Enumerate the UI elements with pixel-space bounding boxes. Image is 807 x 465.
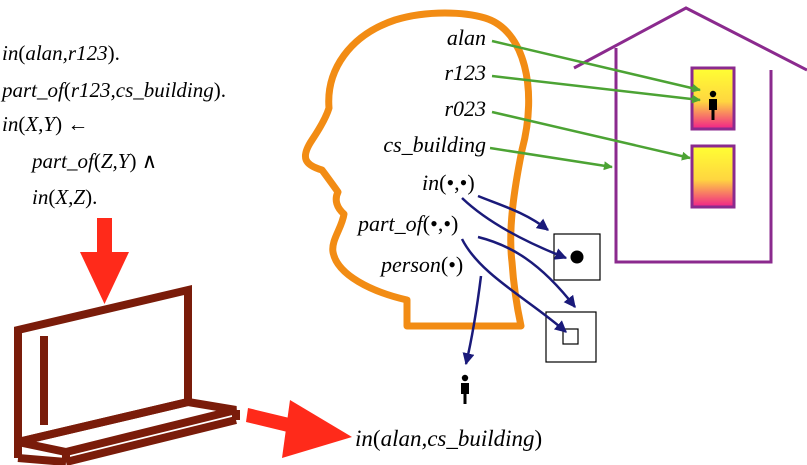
relation-person: person(•)	[379, 252, 463, 277]
program-line-3: in(X,Y) ←	[2, 112, 88, 136]
right-arrow-icon	[246, 400, 352, 458]
program-line-2: part_of(r123,cs_building).	[0, 78, 226, 102]
computer-icon	[14, 284, 240, 465]
program-line-5: in(X,Z).	[32, 185, 97, 209]
room-r023	[690, 144, 736, 209]
part-of-relation-box	[545, 311, 597, 363]
symbol-r023: r023	[444, 96, 486, 121]
symbol-alan: alan	[447, 25, 486, 50]
person-icon	[461, 374, 469, 404]
symbol-r123: r123	[444, 60, 486, 85]
program-line-4: part_of(Z,Y) ∧	[30, 149, 157, 173]
relation-part-of: part_of(•,•)	[356, 211, 458, 236]
symbol-denotation-arrows	[489, 39, 701, 171]
program-line-1: in(alan,r123).	[2, 41, 120, 65]
derived-result: in(alan,cs_building)	[355, 426, 542, 451]
logic-program: in(alan,r123). part_of(r123,cs_building)…	[0, 41, 226, 209]
head-icon	[301, 9, 533, 330]
house-icon	[573, 6, 807, 264]
down-arrow-icon	[80, 218, 129, 304]
head-symbols: alan r123 r023 cs_building in(•,•) part_…	[356, 25, 486, 277]
relation-in: in(•,•)	[422, 170, 475, 195]
person-icon	[709, 90, 717, 120]
symbol-cs-building: cs_building	[383, 132, 486, 157]
relation-meaning-arrows	[460, 194, 576, 366]
